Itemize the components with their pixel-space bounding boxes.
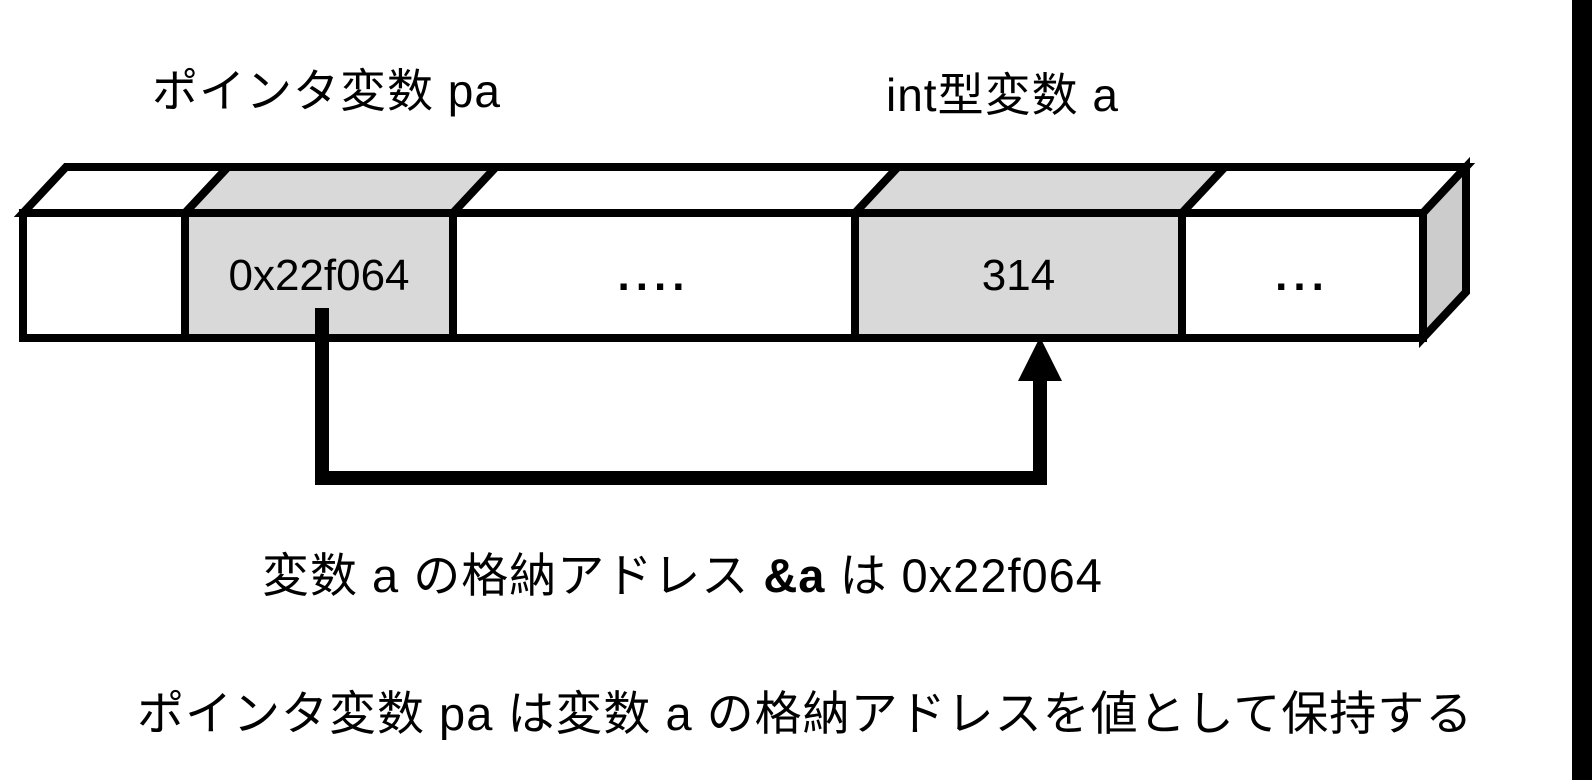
pointer-variable-label: ポインタ変数 pa <box>152 65 501 117</box>
memory-cell-ellipsis: .... <box>617 250 691 300</box>
cell-top-face <box>443 163 908 217</box>
caption-address-operator: &a <box>763 549 826 602</box>
memory-cell-value-address: 0x22f064 <box>228 250 410 300</box>
cell-top-face <box>1172 163 1476 217</box>
pointer-arrow-line <box>315 308 1047 485</box>
int-variable-label: int型変数 a <box>886 69 1119 121</box>
memory-cell-front <box>1178 209 1427 342</box>
memory-bar-top-faces <box>13 163 1476 217</box>
pointer-arrow <box>315 308 1062 485</box>
caption-pointer-line: ポインタ変数 pa は変数 a の格納アドレスを値として保持する <box>137 687 1474 740</box>
cell-top-face-shaded <box>845 163 1235 217</box>
memory-cell-value-int: 314 <box>981 250 1056 300</box>
caption-address-after: は 0x22f064 <box>825 549 1103 602</box>
pointer-arrowhead-icon <box>1018 337 1062 381</box>
cell-top-face-shaded <box>175 163 506 217</box>
caption-address-line: 変数 a の格納アドレス &a は 0x22f064 <box>262 549 1103 603</box>
caption-address-before: 変数 a の格納アドレス <box>262 549 764 602</box>
slide-edge-bar <box>1572 0 1592 780</box>
memory-cell-front <box>19 209 189 342</box>
memory-cell-ellipsis: ... <box>1275 250 1330 300</box>
